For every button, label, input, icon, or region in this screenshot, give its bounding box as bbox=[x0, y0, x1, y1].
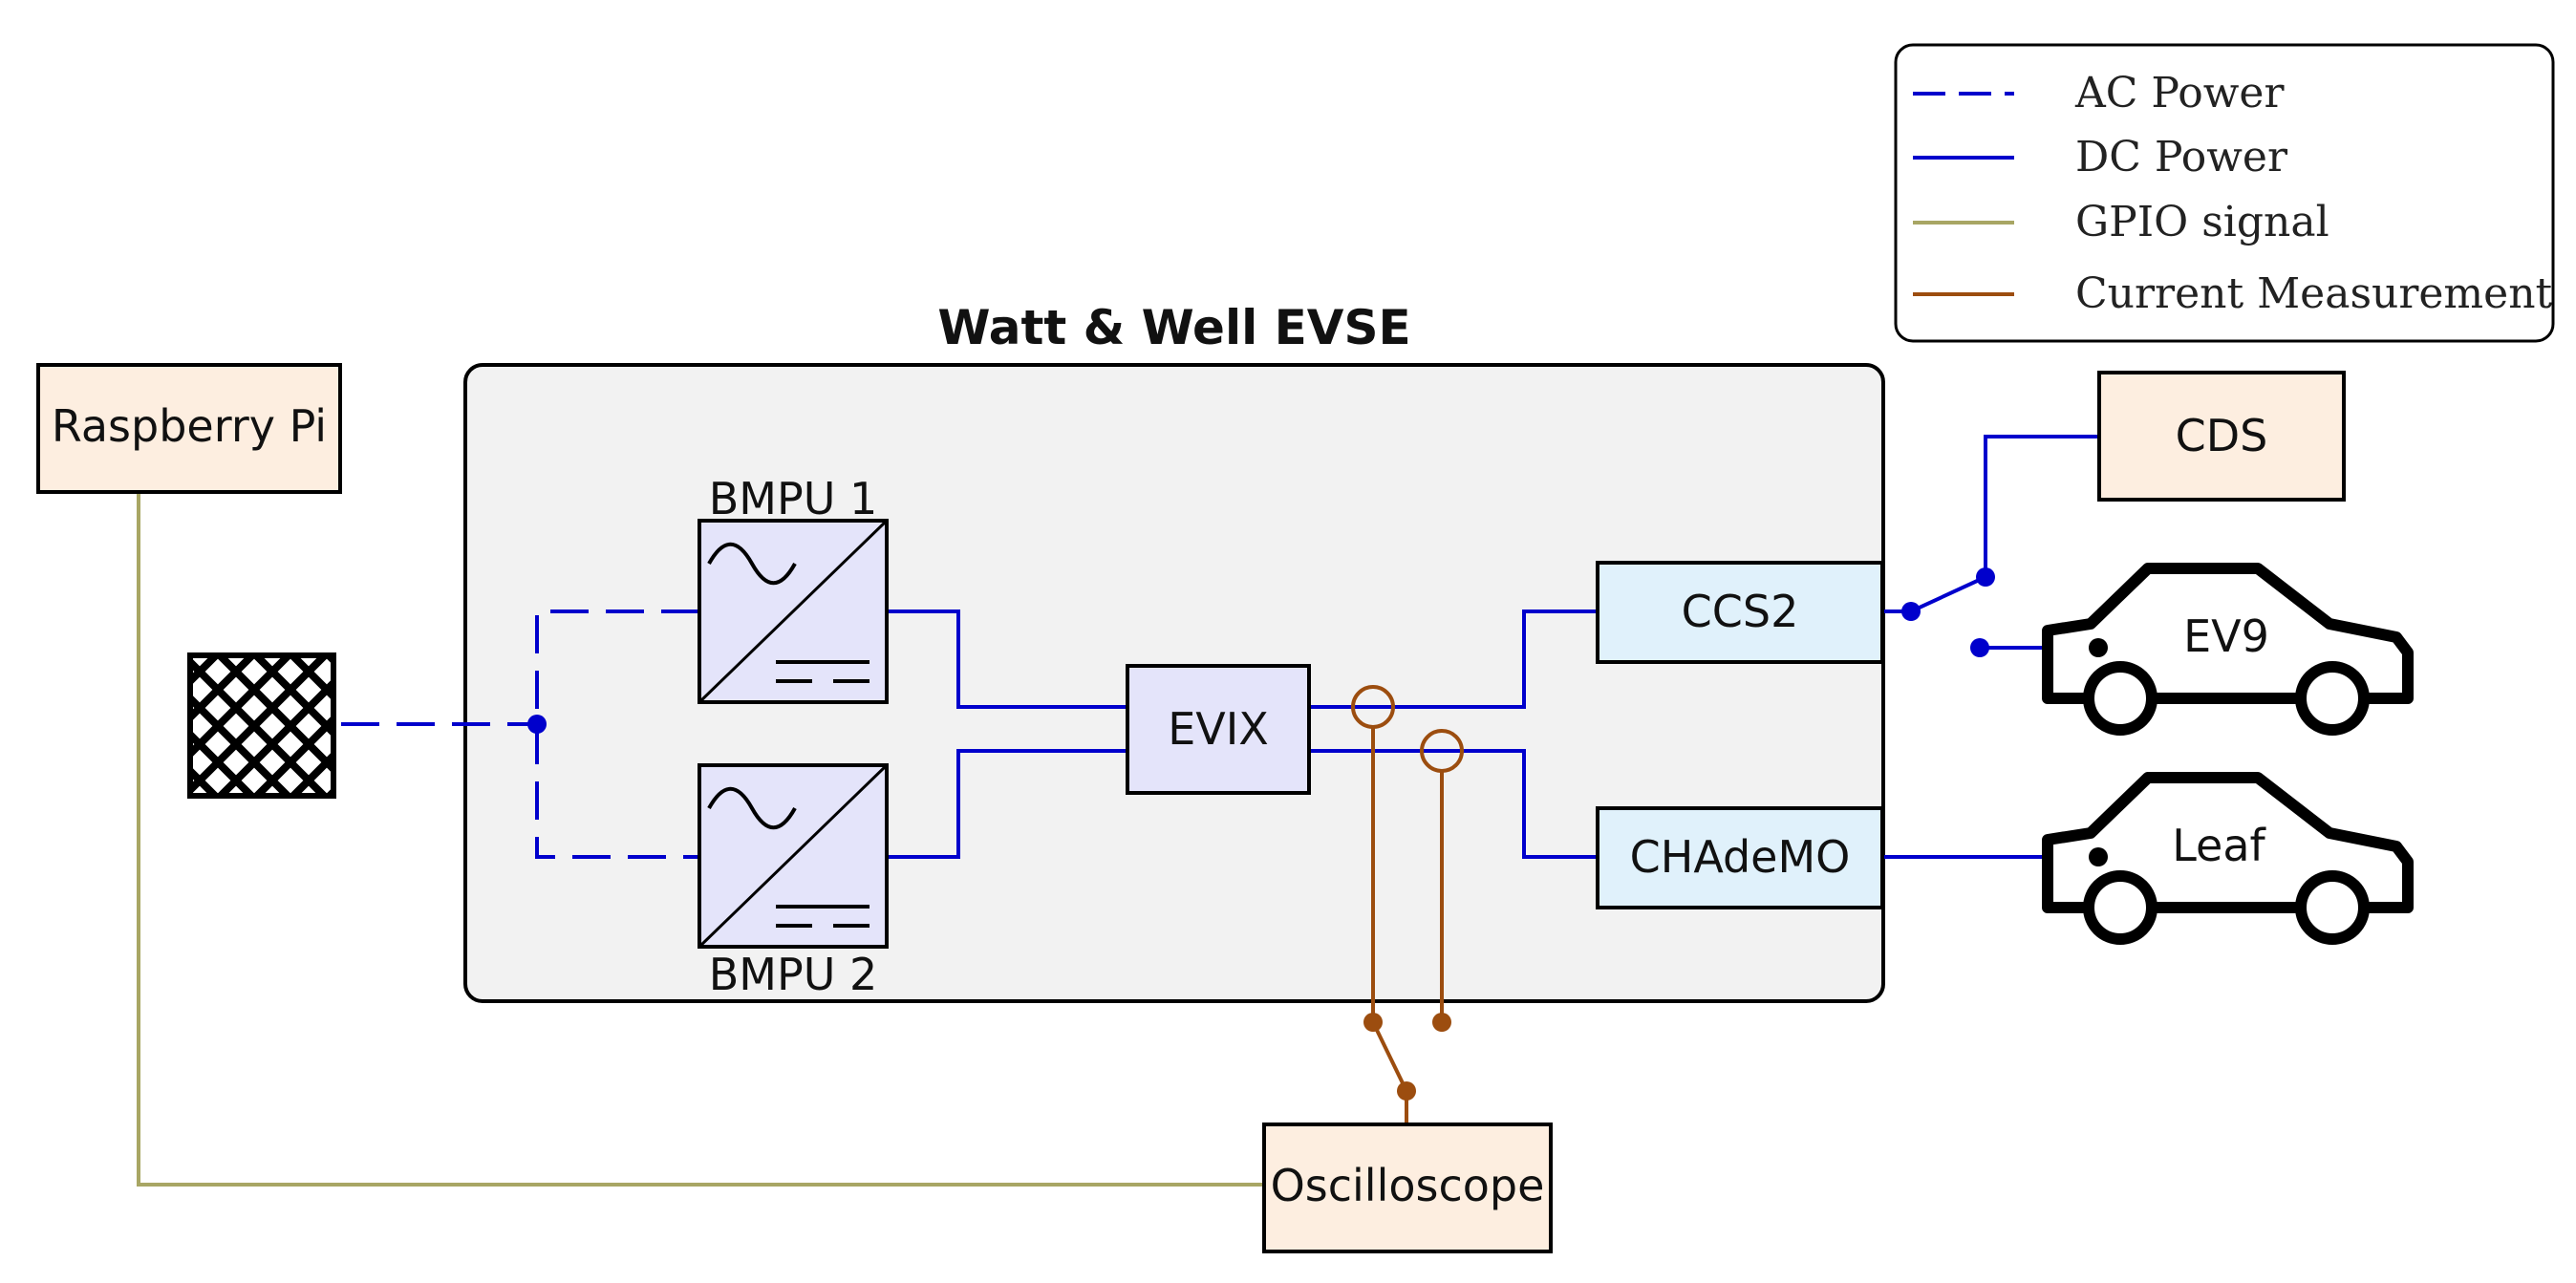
leaf-inlet-dot bbox=[2089, 847, 2108, 866]
current-switch-dot bbox=[1397, 1081, 1416, 1101]
leaf-car: Leaf bbox=[2042, 772, 2414, 945]
bmpu1-converter bbox=[698, 519, 889, 704]
raspberry-pi-label: Raspberry Pi bbox=[52, 400, 327, 452]
evix-node: EVIX bbox=[1126, 664, 1311, 795]
cds-node: CDS bbox=[2097, 371, 2346, 502]
ccs2-node: CCS2 bbox=[1596, 561, 1884, 664]
chademo-node: CHAdeMO bbox=[1596, 806, 1884, 909]
ev9-inlet-dot bbox=[2089, 638, 2108, 657]
cds-switch-dot bbox=[1976, 567, 1995, 587]
evix-label: EVIX bbox=[1168, 703, 1269, 755]
current-probe-dot-1 bbox=[1363, 1013, 1383, 1032]
current-probe-dot-2 bbox=[1432, 1013, 1451, 1032]
ev9-car: EV9 bbox=[2042, 563, 2414, 736]
legend: AC Power DC Power GPIO signal Current Me… bbox=[1894, 43, 2555, 343]
bmpu2-label: BMPU 2 bbox=[709, 949, 878, 1000]
legend-label-current: Current Measurement bbox=[2075, 269, 2553, 318]
ac-dc-converter-icon bbox=[707, 787, 797, 830]
raspberry-pi-node: Raspberry Pi bbox=[36, 363, 342, 494]
leaf-label: Leaf bbox=[2172, 820, 2266, 871]
oscilloscope-node: Oscilloscope bbox=[1262, 1123, 1553, 1253]
legend-label-gpio: GPIO signal bbox=[2075, 198, 2329, 246]
evse-title: Watt & Well EVSE bbox=[937, 300, 1410, 355]
grid-source-icon bbox=[187, 652, 336, 799]
current-measurement-wires bbox=[1351, 685, 1464, 1125]
chademo-label: CHAdeMO bbox=[1630, 831, 1851, 883]
bmpu1-label: BMPU 1 bbox=[709, 473, 878, 524]
ev9-label: EV9 bbox=[2183, 610, 2269, 662]
ccs2-label: CCS2 bbox=[1682, 586, 1799, 637]
ac-power-wires bbox=[341, 609, 699, 859]
ev9-switch-dot bbox=[1970, 638, 1989, 657]
legend-label-dc: DC Power bbox=[2075, 133, 2288, 182]
ccs2-switch-dot bbox=[1901, 602, 1921, 621]
legend-label-ac: AC Power bbox=[2074, 69, 2285, 118]
gpio-wire bbox=[137, 493, 1263, 1187]
ac-junction-dot bbox=[527, 715, 547, 734]
cds-label: CDS bbox=[2176, 410, 2268, 461]
bmpu2-converter bbox=[698, 763, 889, 949]
ac-dc-converter-icon bbox=[707, 543, 797, 585]
oscilloscope-label: Oscilloscope bbox=[1271, 1160, 1545, 1211]
